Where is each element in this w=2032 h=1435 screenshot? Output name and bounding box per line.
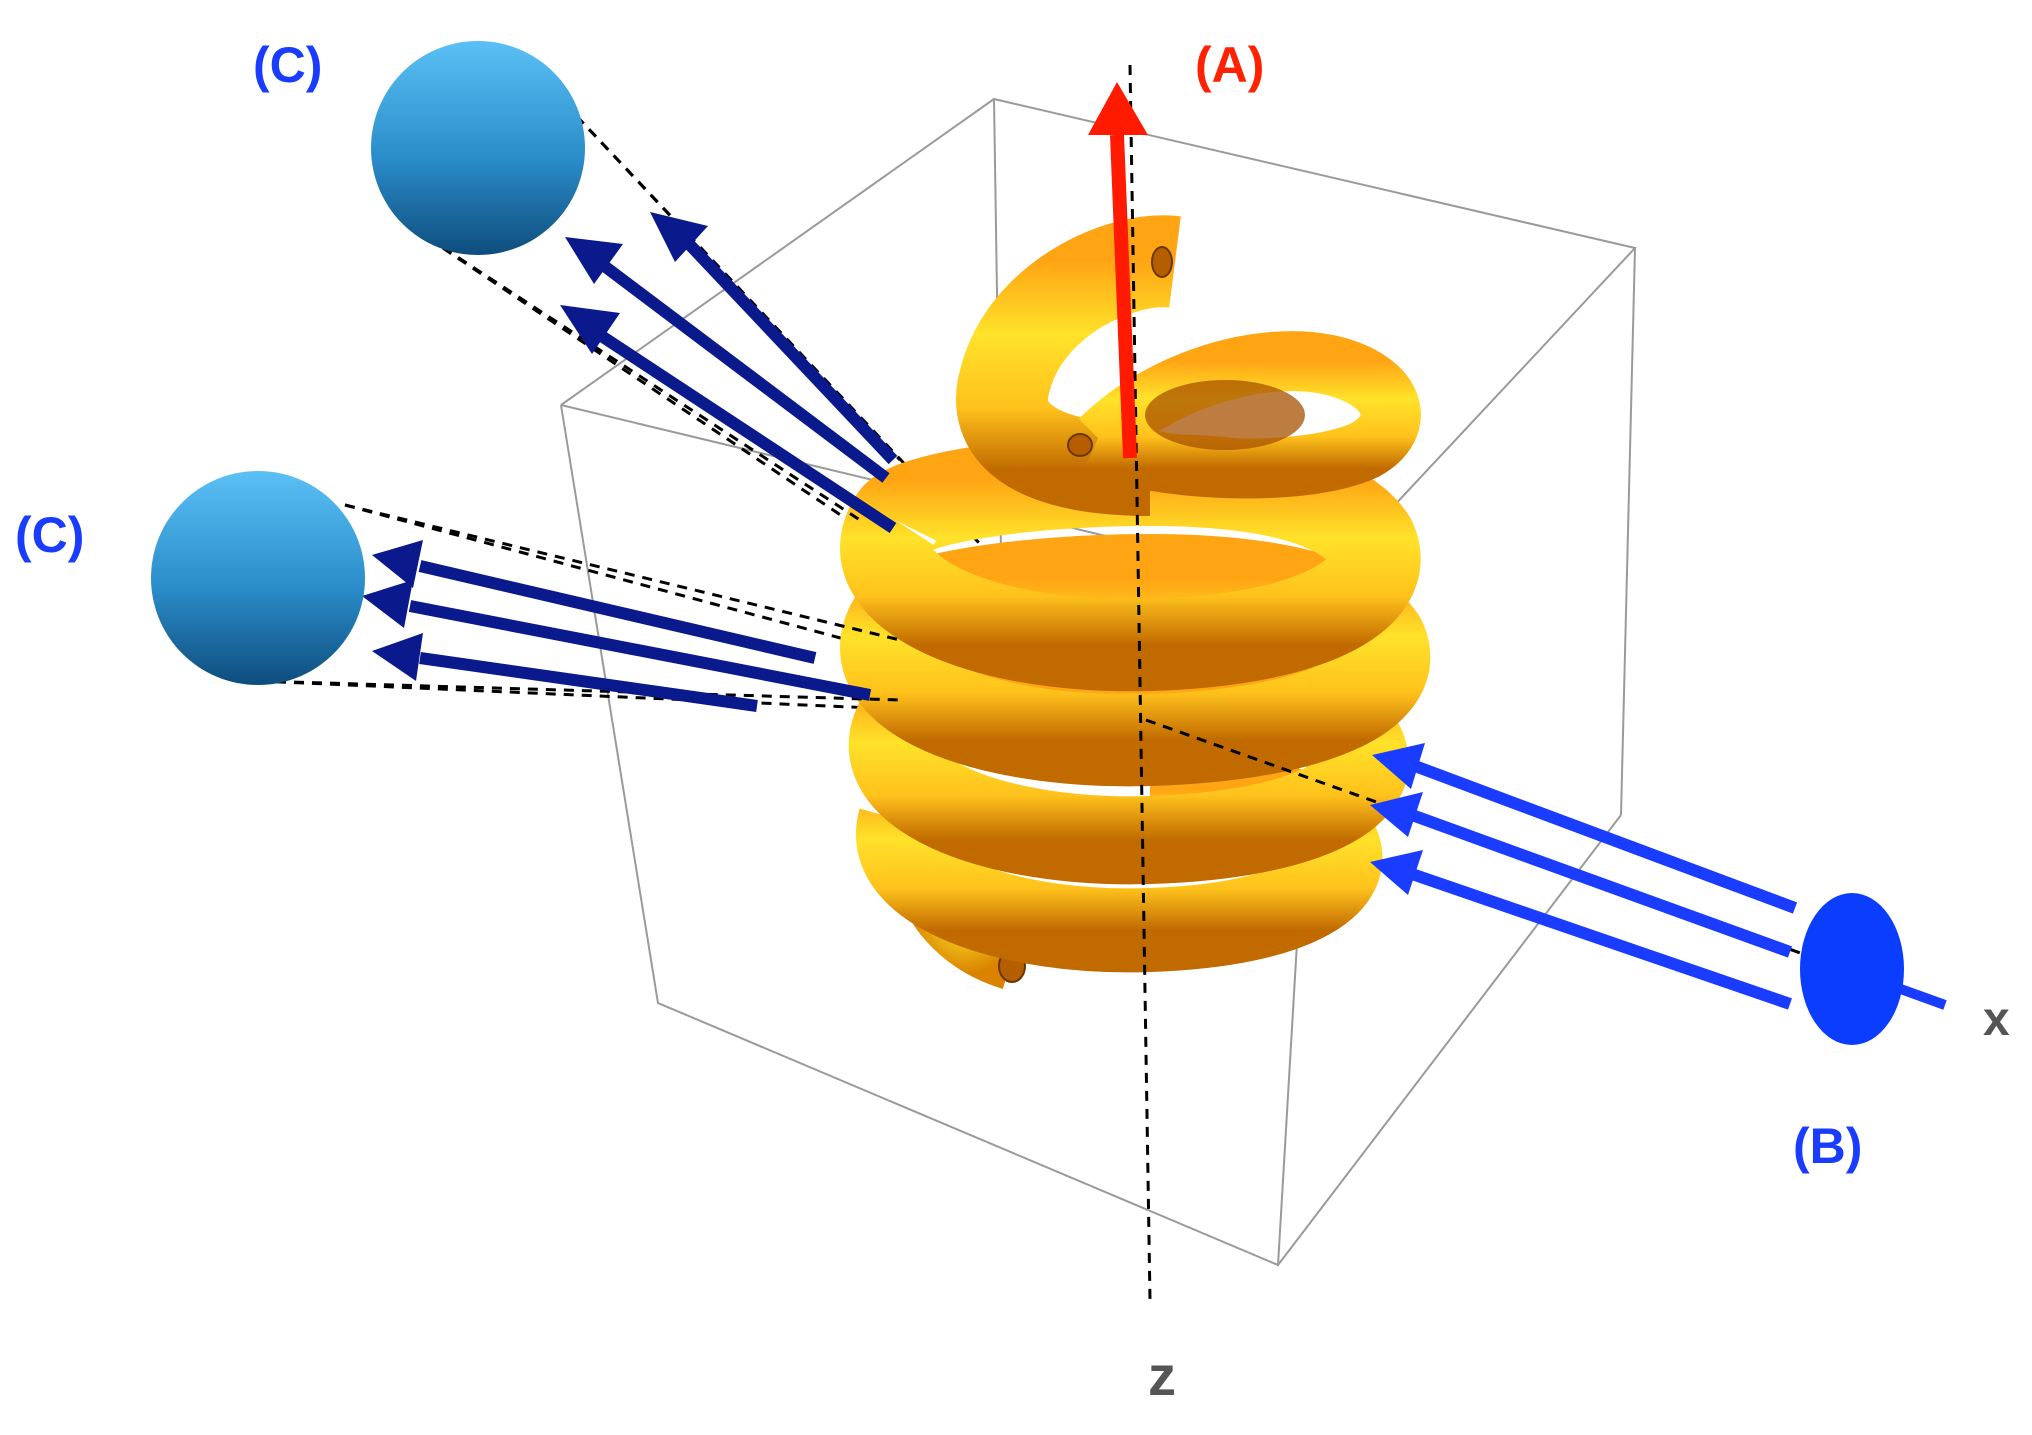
label-c-left: (C): [15, 507, 84, 563]
detector-c-upper-sphere-icon: [371, 41, 585, 255]
detector-b-disk-icon: [1800, 893, 1904, 1045]
label-a: (A): [1195, 37, 1264, 93]
label-b: (B): [1793, 1118, 1862, 1174]
polarization-arrow: [1088, 82, 1148, 459]
scattered-beam-lower: [362, 540, 872, 712]
incoming-beam: [1370, 743, 1798, 1010]
z-axis: [1128, 64, 1152, 1301]
label-c-upper: (C): [253, 37, 322, 93]
helix-coil: [840, 215, 1431, 989]
detector-c-left-sphere-icon: [151, 471, 365, 685]
label-z-axis: z: [1148, 1344, 1176, 1407]
label-x-axis: x: [1983, 993, 2010, 1046]
scattered-beam-upper: [560, 212, 898, 534]
